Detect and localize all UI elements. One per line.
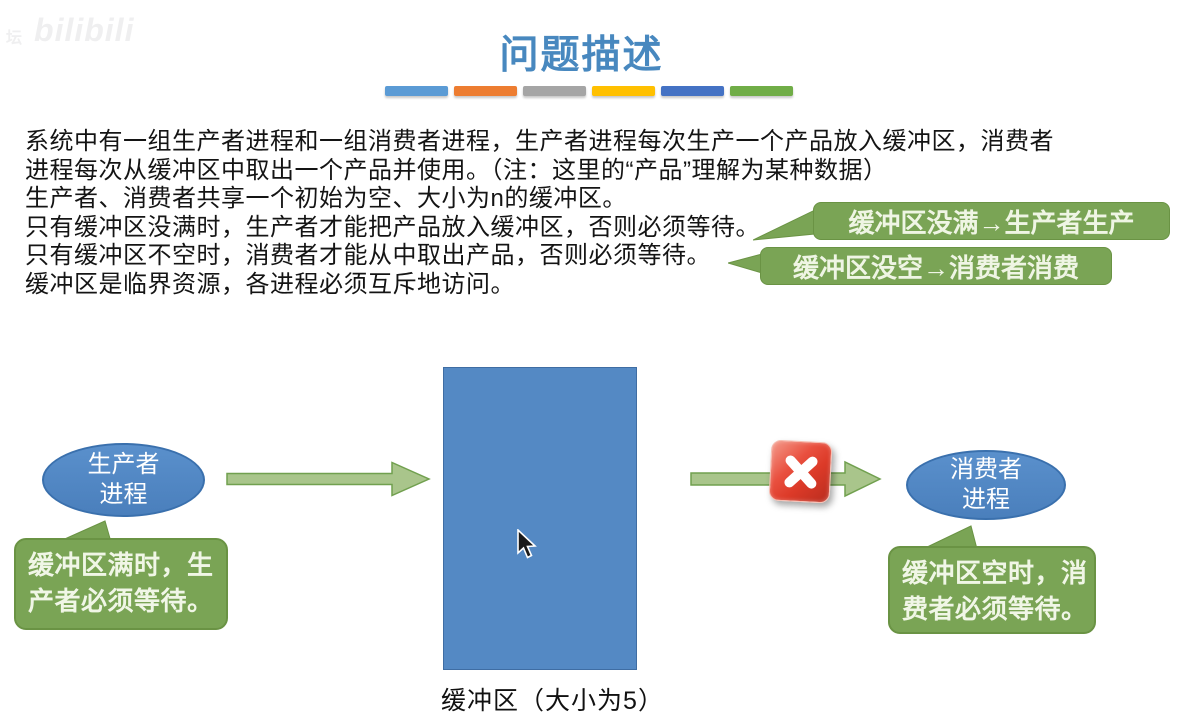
description-line-5: 只有缓冲区不空时，消费者才能从中取出产品，否则必须等待。: [25, 242, 711, 270]
mouse-cursor: [517, 529, 537, 559]
x-mark-glyph: [783, 454, 818, 489]
divider-dash-orange: [453, 86, 517, 96]
watermark-prefix-glyph: 坛: [6, 30, 23, 47]
page-title: 问题描述: [499, 34, 664, 77]
producer-rule-callout: 缓冲区没满→生产者生产: [813, 202, 1170, 240]
producer-label-line1: 生产者: [87, 451, 160, 478]
producer-wait-line1: 缓冲区满时，生: [28, 550, 214, 580]
buffer-rectangle: [443, 367, 637, 670]
producer-label-line2: 进程: [99, 481, 148, 508]
description-line-3: 生产者、消费者共享一个初始为空、大小为n的缓冲区。: [25, 185, 627, 213]
description-line-4: 只有缓冲区没满时，生产者才能把产品放入缓冲区，否则必须等待。: [25, 213, 760, 241]
bilibili-watermark: 坛 bilibili: [6, 12, 134, 49]
consumer-wait-callout: 缓冲区空时，消 费者必须等待。: [888, 546, 1096, 634]
divider-dash-blue: [384, 86, 448, 96]
consumer-process-shape: 消费者 进程: [906, 450, 1066, 520]
title-divider: [384, 86, 793, 96]
producer-wait-line2: 产者必须等待。: [28, 586, 214, 616]
problem-description: 系统中有一组生产者进程和一组消费者进程，生产者进程每次生产一个产品放入缓冲区，消…: [25, 128, 1054, 300]
consumer-label-line1: 消费者: [950, 456, 1022, 483]
consumer-label-line2: 进程: [962, 486, 1010, 513]
producer-process-shape: 生产者 进程: [42, 443, 205, 517]
description-line-6: 缓冲区是临界资源，各进程必须互斥地访问。: [25, 270, 515, 298]
bilibili-logo: bilibili: [34, 12, 135, 48]
consumer-wait-line2: 费者必须等待。: [902, 594, 1088, 624]
producer-rule-callout-tail: [753, 209, 815, 241]
buffer-caption: 缓冲区（大小为5）: [441, 687, 664, 712]
consumer-rule-callout: 缓冲区没空→消费者消费: [760, 247, 1112, 285]
blocked-x-icon: [768, 439, 833, 504]
divider-dash-gold: [591, 86, 655, 96]
description-line-1: 系统中有一组生产者进程和一组消费者进程，生产者进程每次生产一个产品放入缓冲区，消…: [25, 128, 1054, 155]
consumer-rule-callout-tail: [728, 253, 762, 274]
arrow-producer-to-buffer-icon: [226, 461, 431, 497]
divider-dash-darkblue: [660, 86, 724, 96]
producer-wait-callout: 缓冲区满时，生 产者必须等待。: [14, 538, 228, 630]
divider-dash-green: [729, 86, 793, 96]
consumer-wait-line1: 缓冲区空时，消: [902, 558, 1088, 588]
description-line-2: 进程每次从缓冲区中取出一个产品并使用。（注：这里的“产品”理解为某种数据）: [25, 156, 888, 184]
divider-dash-gray: [522, 86, 586, 96]
